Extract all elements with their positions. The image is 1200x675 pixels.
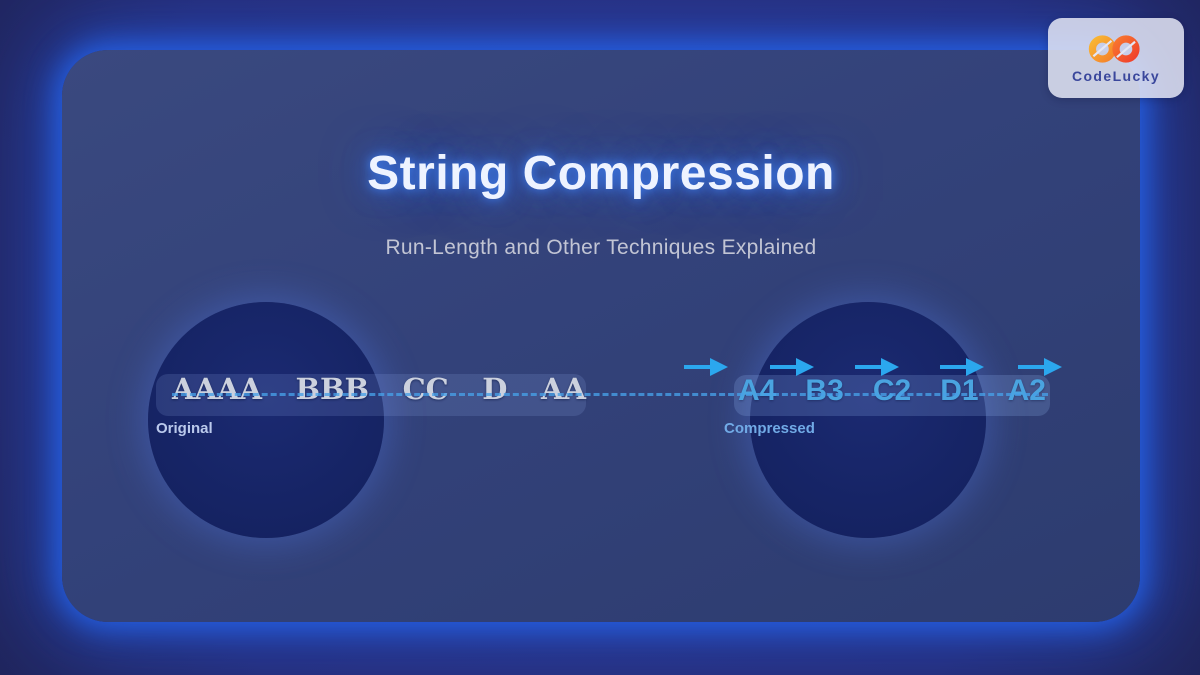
original-token: AA: [540, 372, 586, 406]
original-label: Original: [156, 420, 213, 437]
original-token: CC: [402, 372, 449, 406]
page-title: String Compression: [367, 147, 835, 200]
compressed-string-row: A4 B3 C2 D1 A2: [738, 374, 1046, 408]
original-token: AAAA: [172, 372, 263, 406]
arrow-right-icon: [940, 358, 984, 376]
brand-logo-card: CodeLucky: [1048, 18, 1184, 98]
transform-dashed-line: [172, 393, 1048, 396]
original-token: D: [482, 372, 508, 406]
page-subtitle: Run-Length and Other Techniques Explaine…: [385, 236, 817, 259]
arrow-right-icon: [770, 358, 814, 376]
compressed-token: D1: [940, 374, 979, 407]
original-token: BBB: [295, 372, 370, 406]
compressed-circle: [750, 302, 986, 538]
compressed-token: C2: [872, 374, 912, 407]
brand-name: CodeLucky: [1071, 67, 1161, 84]
original-circle: [148, 302, 384, 538]
compressed-token: A2: [1007, 374, 1046, 407]
arrow-right-icon: [855, 358, 899, 376]
arrow-right-icon: [1018, 358, 1062, 376]
arrow-right-icon: [684, 358, 728, 376]
infinity-leaves-icon: [1088, 34, 1140, 63]
compressed-token: B3: [805, 374, 844, 407]
compressed-label: Compressed: [724, 420, 815, 437]
compressed-token: A4: [738, 374, 777, 407]
original-string-row: AAAA BBB CC D AA: [172, 372, 586, 406]
